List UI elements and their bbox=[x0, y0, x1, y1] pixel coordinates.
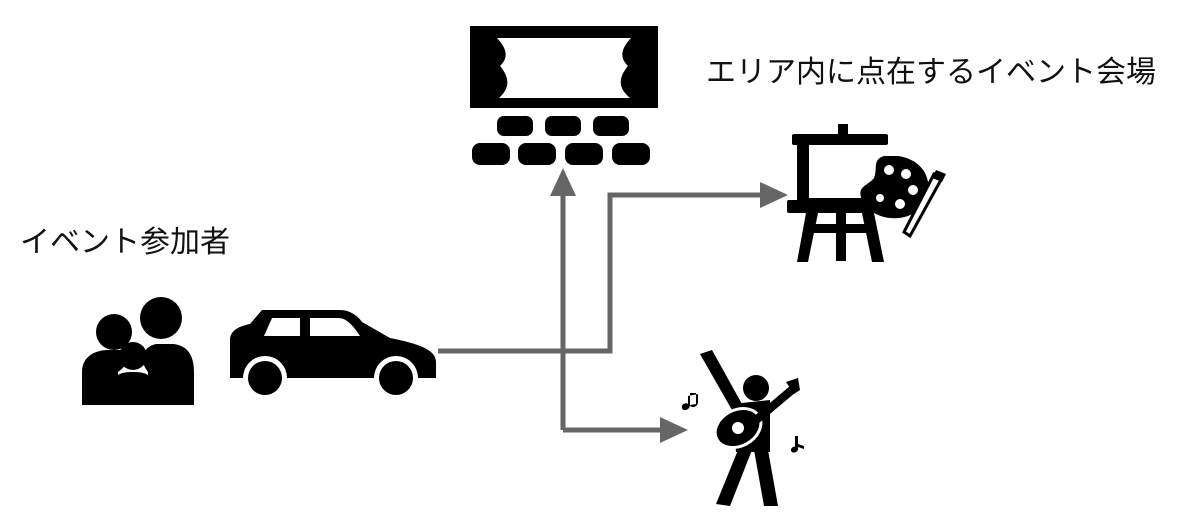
music-note-icon bbox=[791, 436, 804, 453]
venues-label: エリア内に点在するイベント会場 bbox=[706, 55, 1156, 90]
car-icon bbox=[230, 310, 436, 400]
family-icon bbox=[82, 297, 194, 405]
arrowhead-easel bbox=[760, 182, 788, 208]
easel-palette-icon bbox=[787, 124, 946, 262]
music-note-icon bbox=[681, 393, 698, 411]
guitarist-icon bbox=[681, 350, 804, 506]
theater-icon bbox=[470, 26, 658, 165]
arrowhead-theater bbox=[550, 168, 576, 196]
arrow-to-easel bbox=[438, 192, 770, 354]
arrowhead-guitarist bbox=[660, 417, 688, 443]
arrowheads bbox=[550, 168, 788, 443]
connectors bbox=[438, 185, 770, 433]
participants-label: イベント参加者 bbox=[20, 225, 230, 260]
